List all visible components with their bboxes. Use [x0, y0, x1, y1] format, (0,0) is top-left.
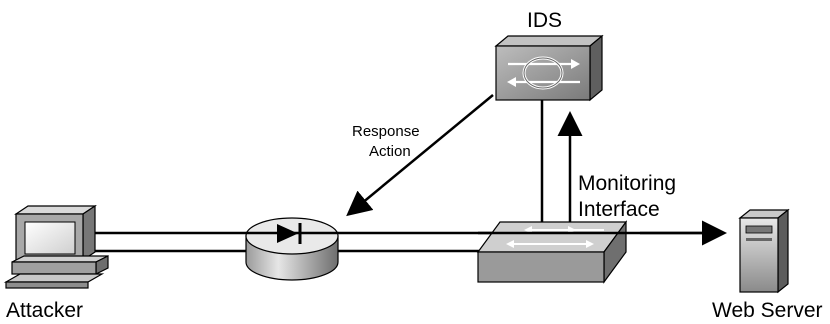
workstation-icon — [3, 204, 109, 289]
web-server-icon — [738, 208, 790, 294]
monitoring-interface-label-line1: Monitoring — [578, 172, 676, 195]
ids-label: IDS — [527, 9, 562, 32]
ids-sensor-icon — [494, 34, 604, 102]
web-server-label: Web Server — [712, 299, 823, 322]
switch-icon — [476, 220, 628, 284]
router-icon — [245, 217, 339, 281]
monitoring-interface-label-line2: Interface — [578, 198, 660, 221]
response-action-arrow — [346, 94, 494, 217]
response-action-label-line1: Response — [352, 123, 420, 140]
response-action-label-line2: Action — [369, 143, 411, 160]
attacker-label: Attacker — [6, 299, 83, 322]
